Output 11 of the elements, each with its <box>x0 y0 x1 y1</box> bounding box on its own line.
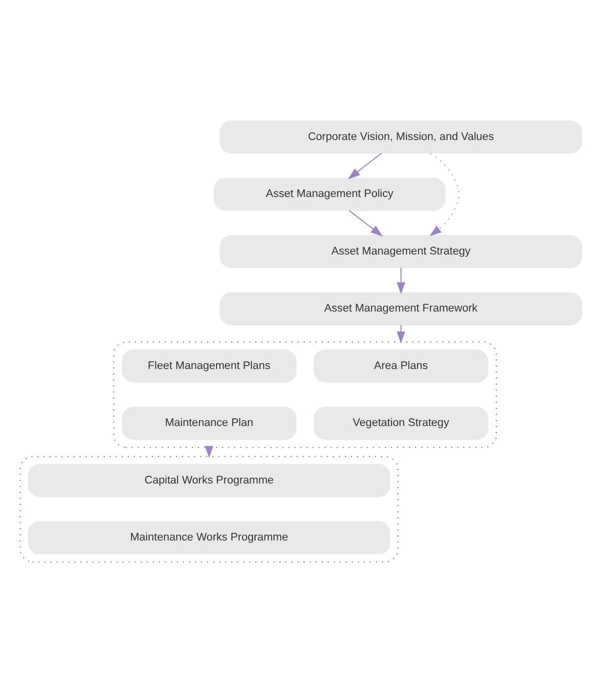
arrow <box>396 268 406 294</box>
arrow <box>396 324 406 344</box>
node-box: Asset Management Policy <box>214 178 446 211</box>
node-box: Asset Management Strategy <box>220 235 582 268</box>
node-box: Asset Management Framework <box>220 292 582 326</box>
cluster <box>113 341 497 448</box>
arrow <box>348 210 383 236</box>
cluster <box>20 456 399 563</box>
arrow <box>348 152 382 180</box>
node-box: Corporate Vision, Mission, and Values <box>220 120 582 154</box>
arrow <box>429 152 460 236</box>
